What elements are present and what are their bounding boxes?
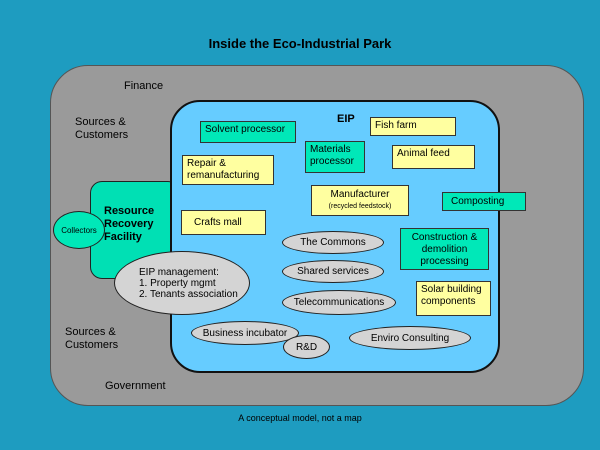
- caption: A conceptual model, not a map: [238, 413, 362, 423]
- collectors-ellipse: Collectors: [53, 211, 105, 249]
- business-incubator-ellipse: Business incubator: [191, 321, 299, 345]
- sources-customers-bottom-label: Sources & Customers: [65, 326, 119, 351]
- eip-management-ellipse: EIP management: 1. Property mgmt 2. Tena…: [114, 251, 250, 315]
- fish-farm-box: Fish farm: [370, 117, 456, 136]
- resource-recovery-facility-label: Resource Recovery Facility: [104, 205, 155, 243]
- construction-demolition-box: Construction & demolition processing: [400, 228, 489, 270]
- materials-processor-box: Materials processor: [305, 141, 365, 173]
- manufacturer-label: Manufacturer: [330, 189, 390, 200]
- sources-customers-top-label: Sources & Customers: [75, 116, 129, 141]
- composting-box: Composting: [442, 192, 526, 211]
- government-label: Government: [105, 380, 166, 392]
- animal-feed-box: Animal feed: [392, 145, 475, 169]
- solvent-processor-box: Solvent processor: [200, 121, 296, 143]
- telecommunications-ellipse: Telecommunications: [282, 290, 396, 315]
- crafts-mall-box: Crafts mall: [181, 210, 266, 235]
- eip-label: EIP: [337, 113, 355, 125]
- manufacturer-box: Manufacturer (recycled feedstock): [311, 185, 409, 216]
- shared-services-ellipse: Shared services: [282, 260, 384, 283]
- solar-building-components-box: Solar building components: [416, 281, 491, 316]
- repair-remanufacturing-box: Repair & remanufacturing: [182, 155, 274, 185]
- enviro-consulting-ellipse: Enviro Consulting: [349, 326, 471, 350]
- the-commons-ellipse: The Commons: [282, 231, 384, 254]
- diagram-title: Inside the Eco-Industrial Park: [208, 36, 392, 51]
- finance-label: Finance: [124, 80, 164, 92]
- rd-ellipse: R&D: [283, 335, 330, 359]
- manufacturer-sublabel: (recycled feedstock): [328, 203, 392, 210]
